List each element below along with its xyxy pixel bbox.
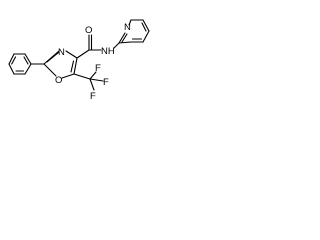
structure-diagram: N O NH N O F F F	[0, 0, 166, 102]
fluorine-top-label: F	[95, 63, 101, 74]
molecule-svg: N O NH N O F F F	[8, 19, 150, 102]
pyridine-nitrogen-label: N	[124, 22, 131, 33]
trifluoromethyl-group	[73, 71, 104, 91]
amide-nh-label: NH	[101, 46, 115, 57]
oxazole-nitrogen-label: N	[58, 47, 65, 58]
phenyl-ring	[8, 53, 32, 75]
pyridine-ring	[118, 19, 150, 44]
fluorine-bottom-label: F	[90, 91, 96, 102]
fluorine-middle-label: F	[103, 77, 109, 88]
oxazole-oxygen-label: O	[55, 75, 62, 86]
amide-group	[76, 34, 120, 59]
oxazole-ring	[43, 50, 78, 79]
carbonyl-oxygen-label: O	[85, 25, 92, 36]
